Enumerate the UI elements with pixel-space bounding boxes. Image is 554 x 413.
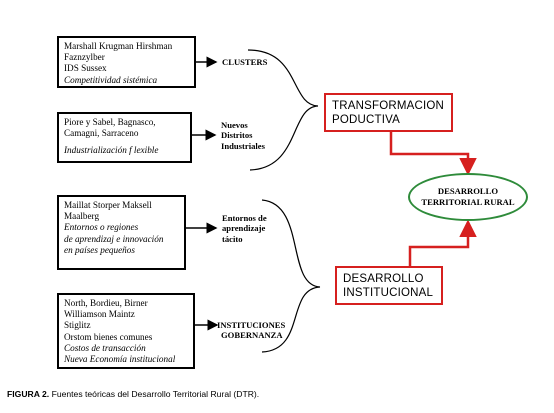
source-theory: Industrialización f lexible <box>64 145 159 156</box>
brace-top <box>247 49 319 171</box>
source-theory: en países pequeños <box>64 244 135 255</box>
concept-text: CLUSTERS <box>222 57 268 67</box>
concept-clusters: CLUSTERS <box>222 57 267 67</box>
source-text: Maalberg <box>64 211 100 222</box>
source-text: Orstom bienes comunes <box>64 331 153 342</box>
outcome-desarrollo-institucional: DESARROLLO INSTITUCIONAL <box>335 266 443 305</box>
source-text: Camagni, Sarraceno <box>64 128 139 139</box>
outcome-text: PODUCTIVA <box>332 114 401 126</box>
source-box-entornos: Maillat Storper Maksell Maalberg Entorno… <box>57 195 186 270</box>
source-theory: Costos de transacción <box>64 342 146 353</box>
concept-text: GOBERNANZA <box>221 330 283 341</box>
concept-text: INSTITUCIONES <box>217 320 286 330</box>
concept-text: Nuevos <box>221 120 248 130</box>
figure-caption-text: Fuentes teóricas del Desarrollo Territor… <box>49 389 260 399</box>
source-theory: Competitividad sistémica <box>64 74 158 85</box>
outcome-text: INSTITUCIONAL <box>343 287 434 299</box>
brace-bottom <box>261 199 321 353</box>
goal-text: TERRITORIAL RURAL <box>421 197 515 207</box>
source-box-distritos: Piore y Sabel, Bagnasco, Camagni, Sarrac… <box>57 112 192 163</box>
figure-label: FIGURA 2. <box>7 389 50 399</box>
source-box-instituciones: North, Bordieu, Birner Williamson Maintz… <box>57 293 195 369</box>
source-text: Maillat Storper Maksell <box>64 200 152 210</box>
goal-text: DESARROLLO <box>437 186 499 196</box>
source-text: Marshall Krugman Hirshman <box>64 41 173 51</box>
concept-text: tácito <box>222 233 243 244</box>
connector-institucional <box>408 219 477 266</box>
source-theory: Nueva Economía institucional <box>64 354 176 365</box>
concept-text: Industriales <box>221 140 265 151</box>
source-theory: Entornos o regiones <box>64 222 139 233</box>
concept-entornos: Entornos de aprendizaje tácito <box>222 213 267 244</box>
concept-nuevos-distritos: Nuevos Distritos Industriales <box>221 120 265 151</box>
outcome-text: DESARROLLO <box>343 273 424 285</box>
connector-transformacion <box>389 132 477 176</box>
source-text: Faznzylber <box>64 52 105 63</box>
outcome-transformacion-productiva: TRANSFORMACION PODUCTIVA <box>324 93 453 132</box>
goal-desarrollo-territorial-rural: DESARROLLO TERRITORIAL RURAL <box>408 173 528 221</box>
source-text: Piore y Sabel, Bagnasco, <box>64 117 156 127</box>
source-text: Williamson Maintz <box>64 309 135 320</box>
figure-caption: FIGURA 2. Fuentes teóricas del Desarroll… <box>7 389 259 399</box>
outcome-text: TRANSFORMACION <box>332 100 445 112</box>
concept-text: aprendizaje <box>222 223 266 234</box>
source-text: IDS Sussex <box>64 63 107 74</box>
source-theory: de aprendizaj e innovación <box>64 233 164 244</box>
source-box-clusters: Marshall Krugman Hirshman Faznzylber IDS… <box>57 36 196 88</box>
source-text: North, Bordieu, Birner <box>64 298 148 308</box>
source-text: Stiglitz <box>64 320 91 331</box>
concept-text: Distritos <box>221 130 253 141</box>
concept-text: Entornos de <box>222 213 267 223</box>
concept-instituciones: INSTITUCIONES GOBERNANZA <box>217 320 285 341</box>
